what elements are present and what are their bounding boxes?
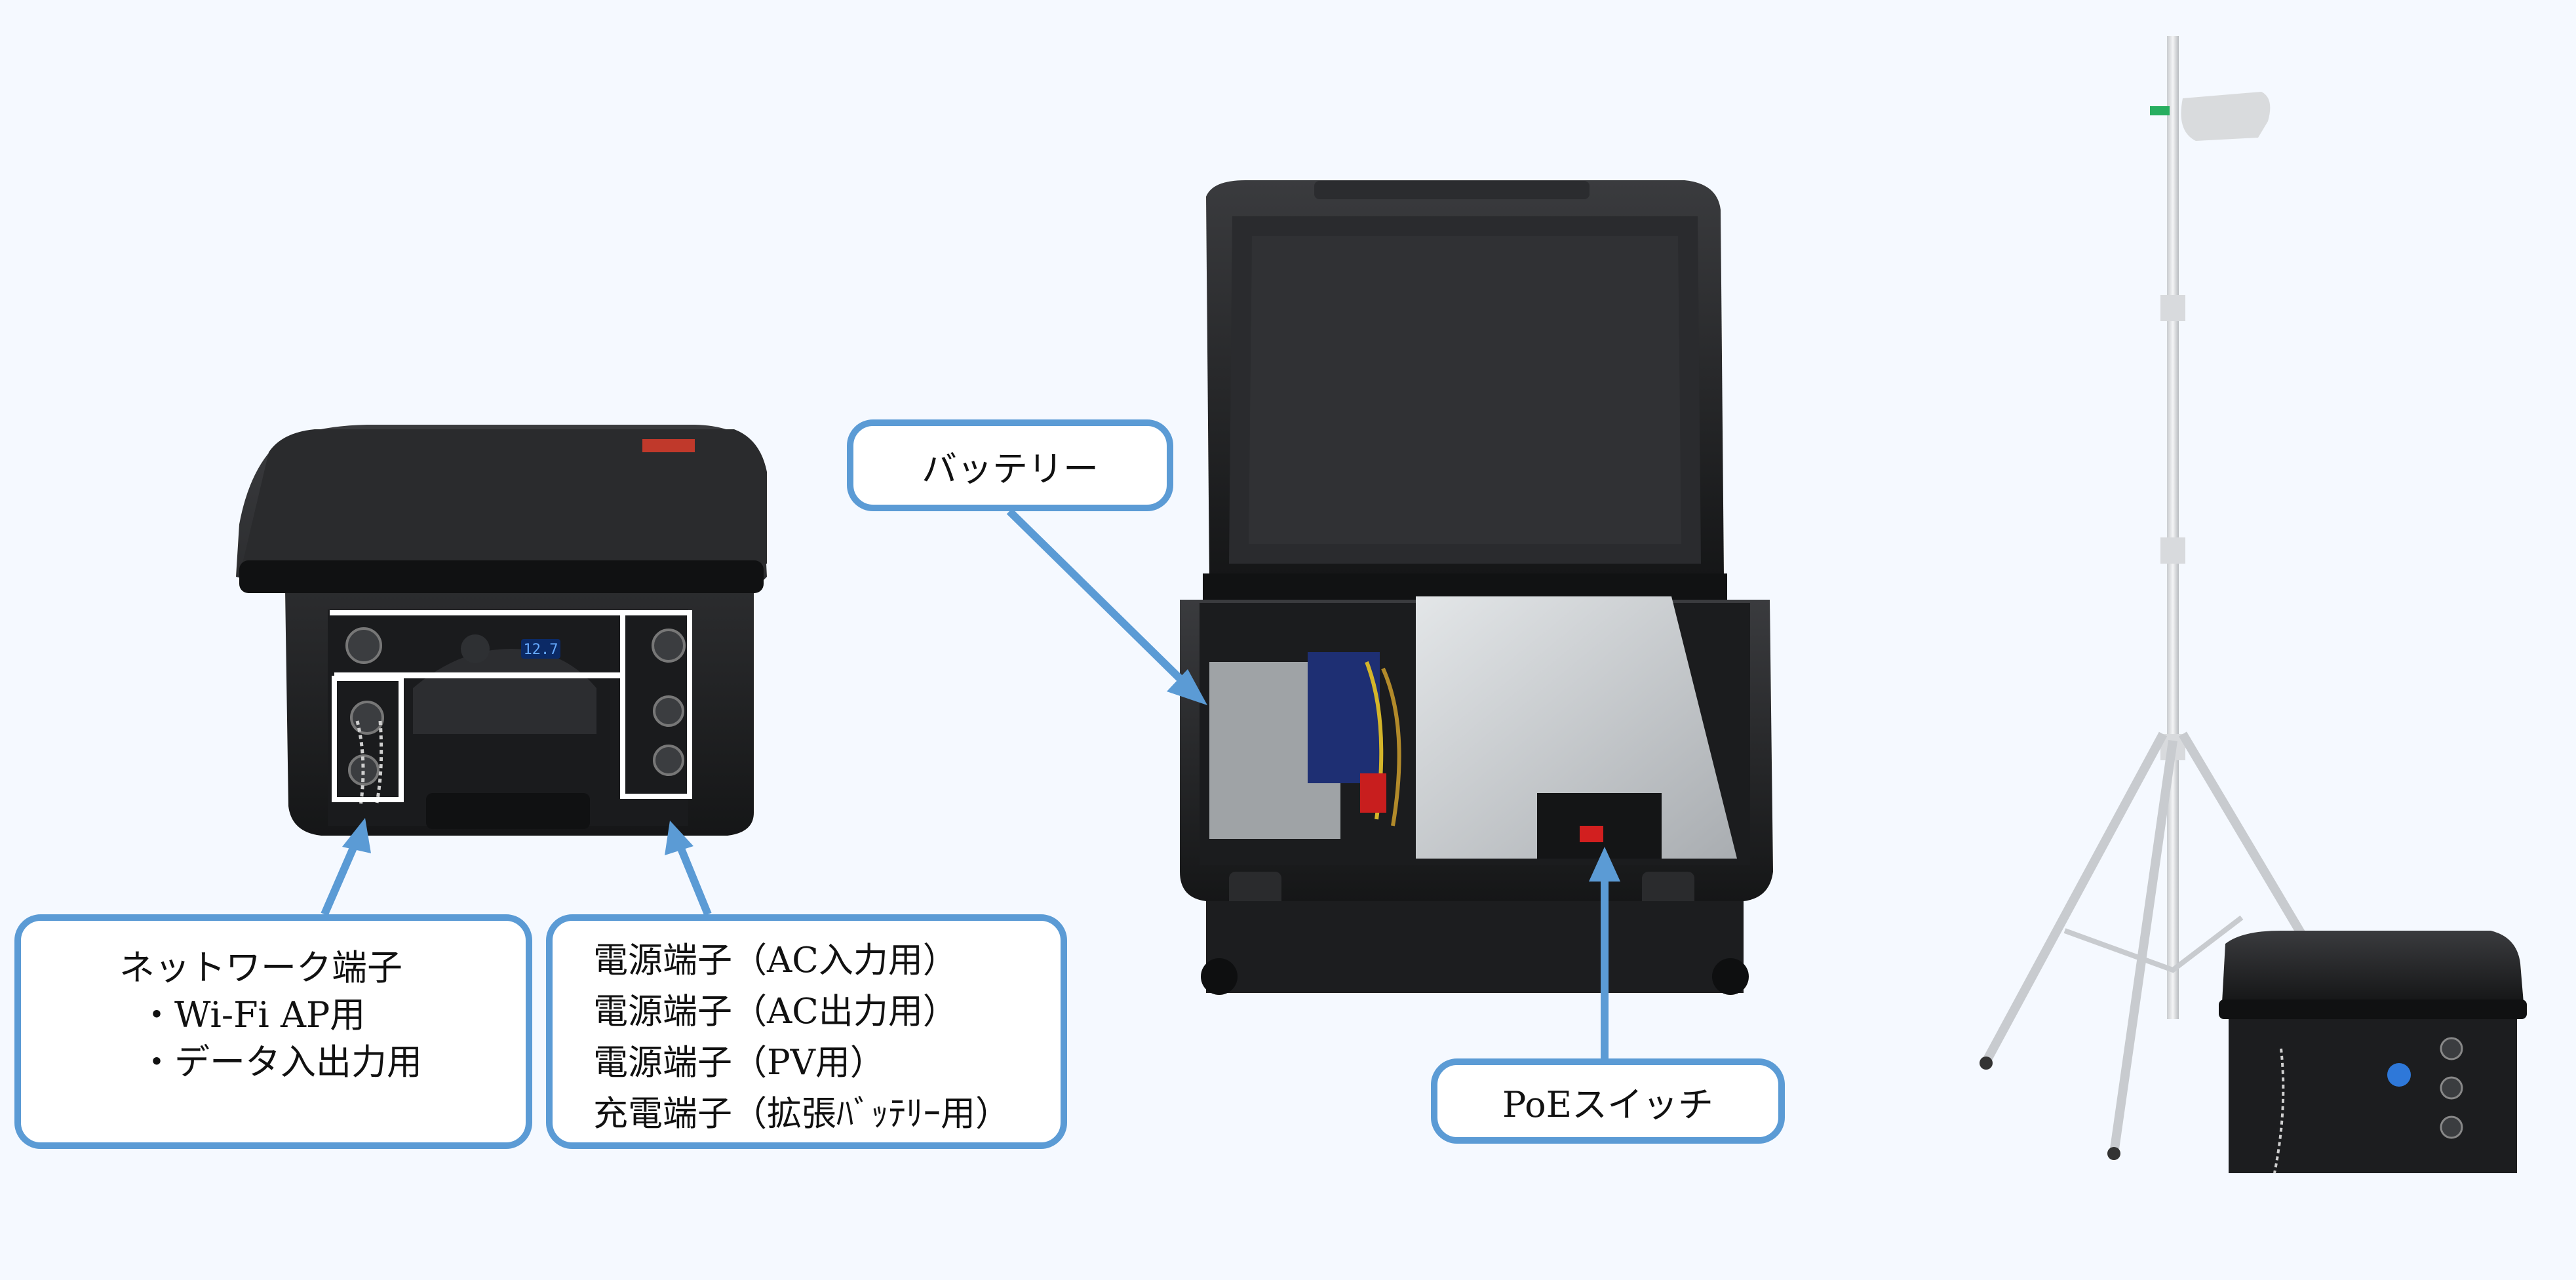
- battery-callout: バッテリー: [847, 419, 1173, 511]
- poe-switch-label: PoEスイッチ: [1502, 1083, 1714, 1125]
- network-item-wifi: ・Wi-Fi AP用: [139, 994, 366, 1036]
- network-terminal-title: ネットワーク端子: [119, 947, 402, 988]
- power-terminal-callout: 電源端子（AC入力用） 電源端子（AC出力用） 電源端子（PV用） 充電端子（拡…: [546, 914, 1067, 1149]
- power-item-ac-input: 電源端子（AC入力用）: [593, 941, 958, 980]
- closed-case: 12.7: [236, 425, 767, 836]
- power-item-ac-output: 電源端子（AC出力用）: [593, 992, 958, 1032]
- callout-arrows: [321, 508, 1620, 1058]
- network-terminal-callout: ネットワーク端子 ・Wi-Fi AP用 ・データ入出力用: [14, 914, 532, 1149]
- voltage-readout: 12.7: [524, 642, 558, 658]
- pole-kit: [1980, 36, 2527, 1174]
- battery-label: バッテリー: [922, 448, 1099, 490]
- network-item-data: ・データ入出力用: [139, 1041, 422, 1083]
- open-case: [1180, 180, 1773, 995]
- poe-switch-callout: PoEスイッチ: [1431, 1058, 1785, 1144]
- power-item-charging: 充電端子（拡張ﾊﾞｯﾃﾘｰ用）: [593, 1094, 1010, 1134]
- power-item-pv: 電源端子（PV用）: [593, 1043, 885, 1083]
